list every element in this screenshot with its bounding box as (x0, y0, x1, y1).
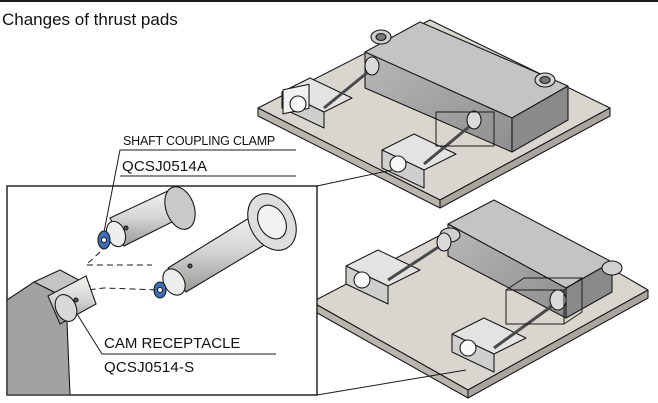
page-title: Changes of thrust pads (2, 10, 178, 29)
lower-detail-box (505, 289, 565, 325)
clamp-name-label: SHAFT COUPLING CLAMP (123, 134, 276, 148)
upper-block-side (511, 85, 569, 153)
lower-block-side (565, 261, 613, 319)
inset-leader-bottom (316, 369, 467, 396)
clamp-callout-leader (103, 149, 296, 233)
inset-leader-top (316, 169, 393, 187)
lower-assembly (311, 199, 649, 399)
inset-coupling-center (153, 193, 297, 299)
top-rule (0, 0, 658, 2)
upper-assembly (257, 19, 611, 209)
inset-cam-receptacle (6, 269, 97, 396)
receptacle-name-label: CAM RECEPTACLE (104, 335, 241, 352)
receptacle-callout-leader (71, 305, 276, 355)
inset-coupling-upper (97, 186, 196, 250)
upper-detail-box (435, 111, 495, 147)
receptacle-part-number: QCSJ0514-S (104, 359, 195, 376)
clamp-part-number: QCSJ0514A (122, 158, 208, 175)
